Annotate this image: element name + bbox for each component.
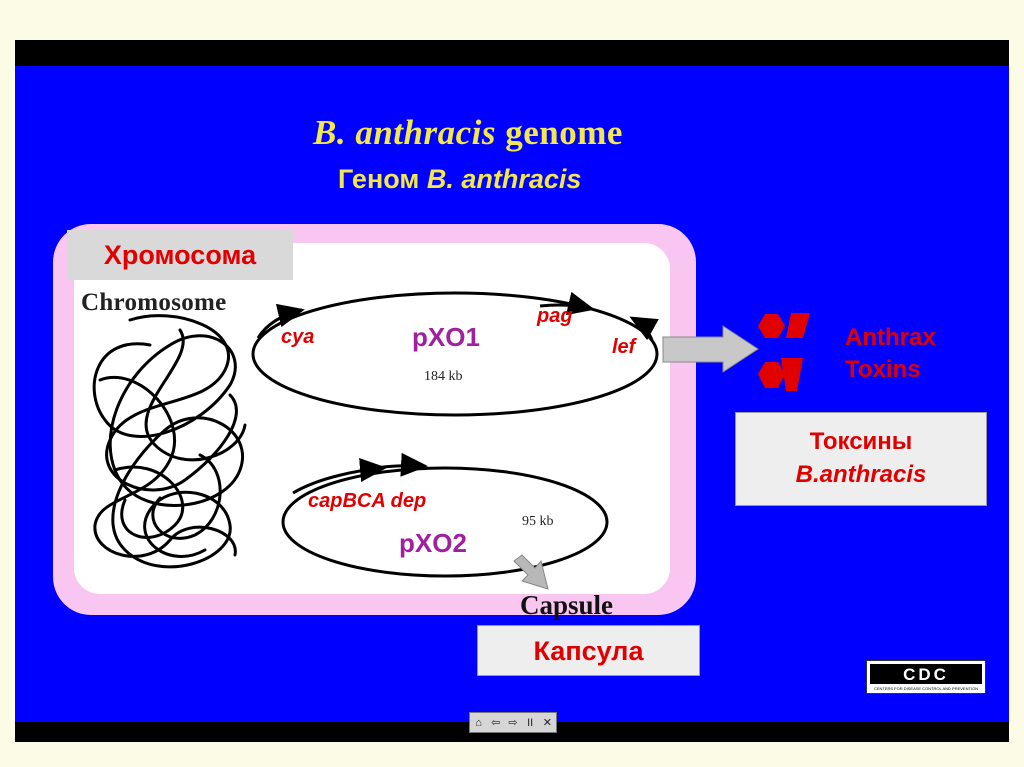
gene-cya: cya: [281, 326, 315, 348]
slide-navigation-bar: ⌂ ⇦ ⇨ II ✕: [469, 712, 557, 733]
capsule-label-en: Capsule: [520, 590, 614, 620]
gene-pag: pag: [537, 305, 573, 327]
pxo2-size: 95 kb: [522, 514, 554, 529]
close-icon[interactable]: ✕: [542, 716, 552, 729]
pxo1-label: pXO1: [412, 322, 480, 352]
anthrax-toxins-label: Anthrax Toxins: [845, 324, 936, 383]
svg-text:CDC: CDC: [903, 665, 949, 684]
toxin-arrow: [662, 325, 759, 373]
next-arrow-icon[interactable]: ⇨: [508, 716, 518, 729]
pxo2-capbca-arrow-2: [359, 452, 428, 477]
title-russian: Геном B. anthracis: [338, 164, 582, 194]
chromosome-scribble: [92, 314, 247, 569]
svg-text:CENTERS FOR DISEASE CONTROL AN: CENTERS FOR DISEASE CONTROL AND PREVENTI…: [874, 686, 978, 691]
pxo2-label: pXO2: [399, 528, 467, 558]
gene-lef: lef: [612, 336, 636, 358]
pxo1-size: 184 kb: [424, 369, 463, 384]
capsule-arrow: [513, 554, 549, 590]
capsule-label-ru: Капсула: [477, 625, 700, 676]
gene-capbca-dep: capBCA dep: [308, 490, 427, 512]
cdc-logo: CDC CENTERS FOR DISEASE CONTROL AND PREV…: [866, 660, 986, 694]
pause-icon[interactable]: II: [527, 716, 534, 729]
pxo2-ring: [281, 466, 609, 578]
previous-arrow-icon[interactable]: ⇦: [491, 716, 501, 729]
chromosome-label-en: Chromosome: [81, 289, 227, 316]
toxins-label-ru: Токсины B.anthracis: [735, 412, 987, 506]
pxo1-pag-arrow: [539, 291, 595, 316]
pxo1-cya-arrow: [256, 303, 305, 339]
chromosome-label-ru: Хромосома: [67, 230, 293, 280]
pxo1-ring: [251, 291, 659, 417]
home-icon[interactable]: ⌂: [475, 716, 482, 729]
cdc-logo-graphic: CDC CENTERS FOR DISEASE CONTROL AND PREV…: [870, 664, 982, 691]
title-english: B. anthracis genome: [313, 113, 623, 152]
toxin-shapes: [758, 313, 810, 391]
pxo1-lef-arrow: [629, 316, 659, 341]
